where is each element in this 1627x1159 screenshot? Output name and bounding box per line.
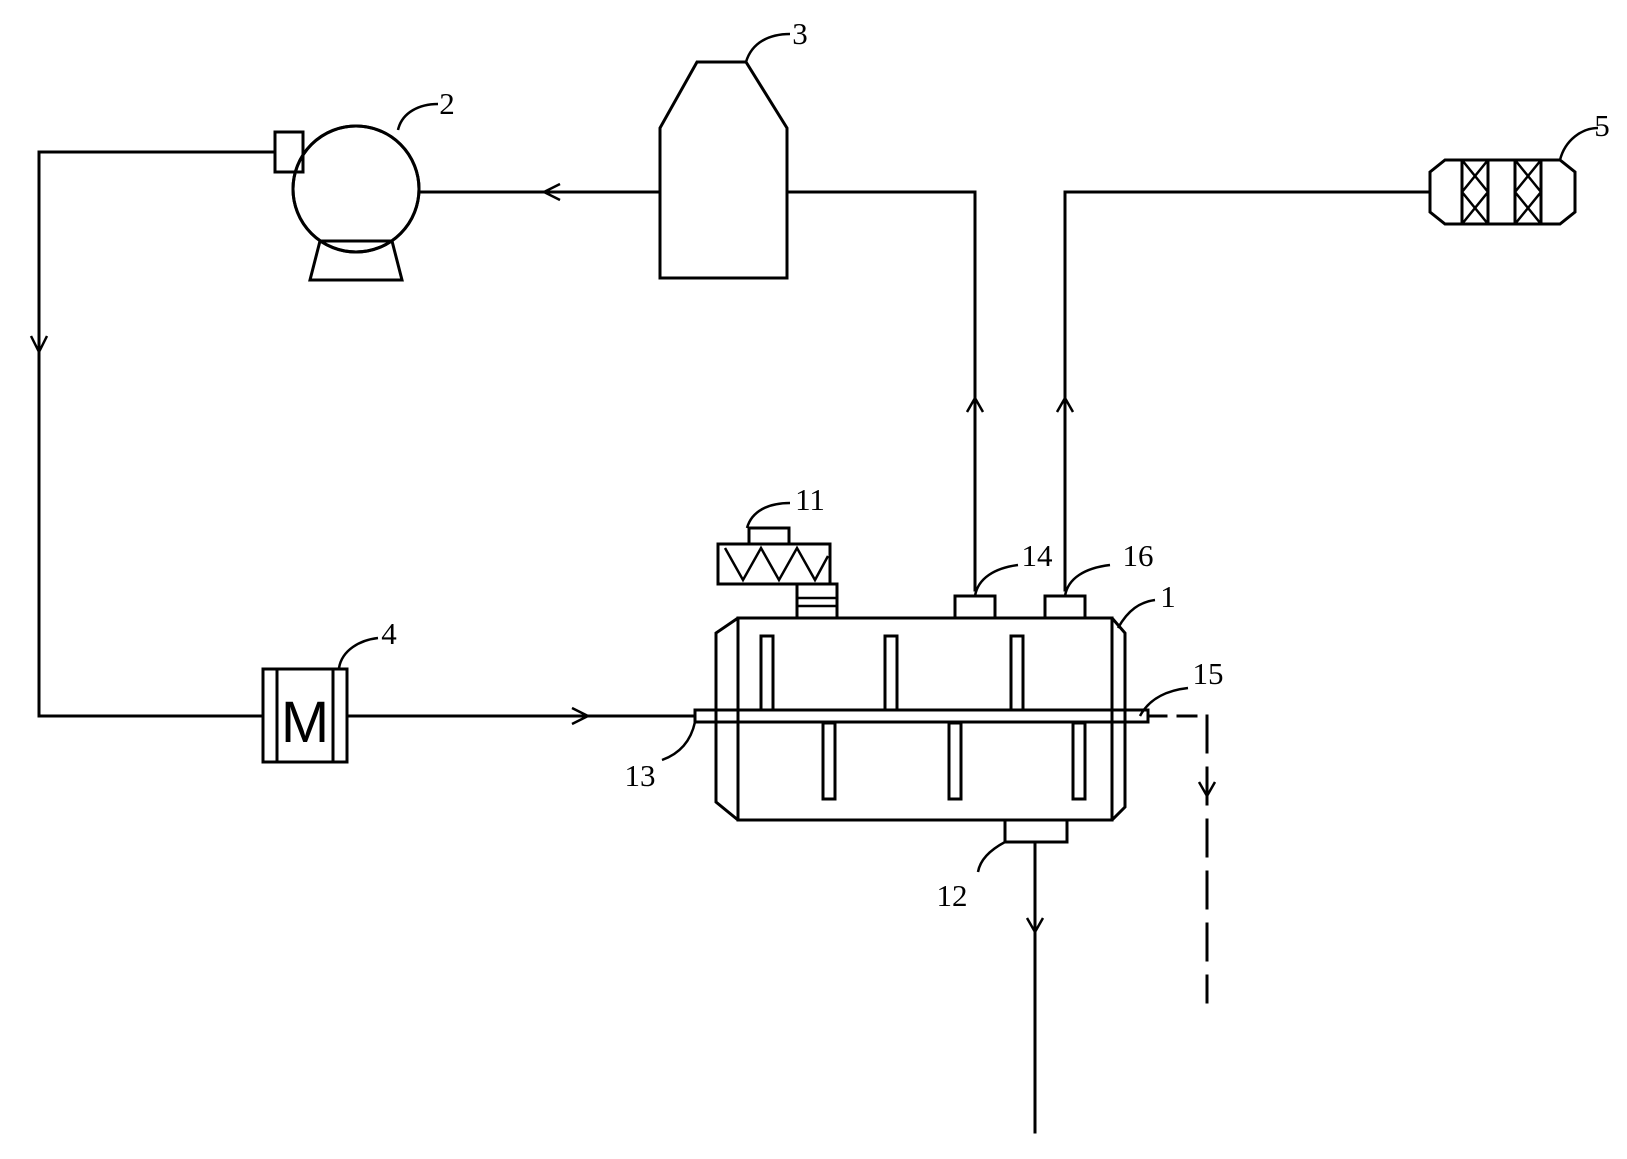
pipe-dashed-shaft-outlet — [1146, 714, 1217, 1004]
pipe-return-loop — [29, 150, 697, 726]
label-bottom-outlet: 12 — [937, 878, 968, 913]
heater-letter: M — [281, 690, 329, 755]
cyclone-3 — [658, 60, 789, 280]
pipe-cyclone-to-blower — [418, 182, 662, 202]
label-shaft-outlet: 15 — [1193, 656, 1224, 691]
pipe-bottom-discharge — [1025, 840, 1045, 1134]
label-shaft-inlet: 13 — [625, 758, 656, 793]
blower-2 — [273, 124, 421, 282]
screw-feeder-11 — [716, 526, 839, 620]
label-heater: 4 — [381, 616, 397, 651]
pipe-outlet14-to-cyclone — [786, 190, 985, 592]
label-vent-outlet: 16 — [1123, 538, 1154, 573]
label-cyclone: 3 — [792, 16, 808, 51]
leader-lines — [337, 32, 1599, 873]
label-gas-outlet: 14 — [1022, 538, 1054, 573]
label-blower: 2 — [439, 86, 455, 121]
filter-5 — [1428, 158, 1577, 226]
label-filter: 5 — [1594, 108, 1610, 143]
pipe-outlet16-to-filter — [1055, 190, 1432, 592]
label-screw-feeder: 11 — [795, 482, 825, 517]
heater-4: M — [261, 667, 349, 764]
tank-1 — [693, 594, 1150, 844]
label-tank: 1 — [1160, 579, 1176, 614]
reference-numerals: 1 2 3 4 5 11 12 13 14 15 16 — [381, 16, 1610, 913]
